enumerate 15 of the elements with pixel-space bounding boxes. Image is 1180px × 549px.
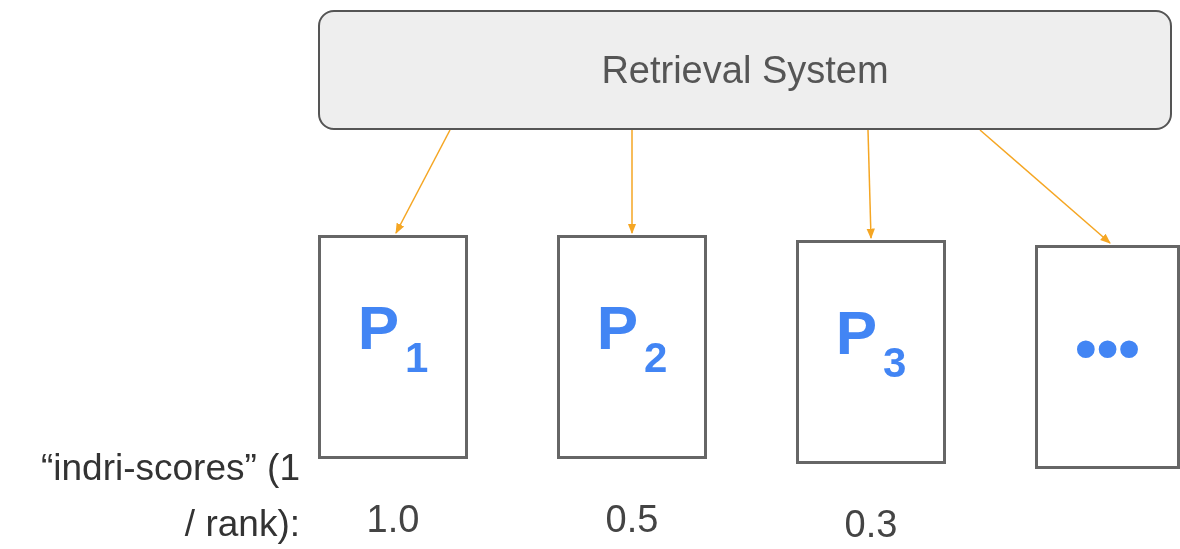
document-label: P$_{2}$ [596,291,668,383]
arrow [866,129,875,240]
score-value: 1.0 [365,498,421,541]
document-label: P$_{1}$ [357,291,429,383]
score-value: 0.5 [604,498,660,541]
system-box [318,10,1172,130]
arrow [979,129,1111,244]
document-label: P$_{3}$ [835,296,907,388]
arrow [627,129,637,235]
document-box [1035,245,1180,469]
arrow [395,129,451,234]
score-value: 0.3 [843,503,899,546]
score-caption: “indri-scores” (1 / rank): [39,446,300,546]
system-label: Retrieval System [601,48,889,92]
document-label: ••• [1074,311,1141,383]
